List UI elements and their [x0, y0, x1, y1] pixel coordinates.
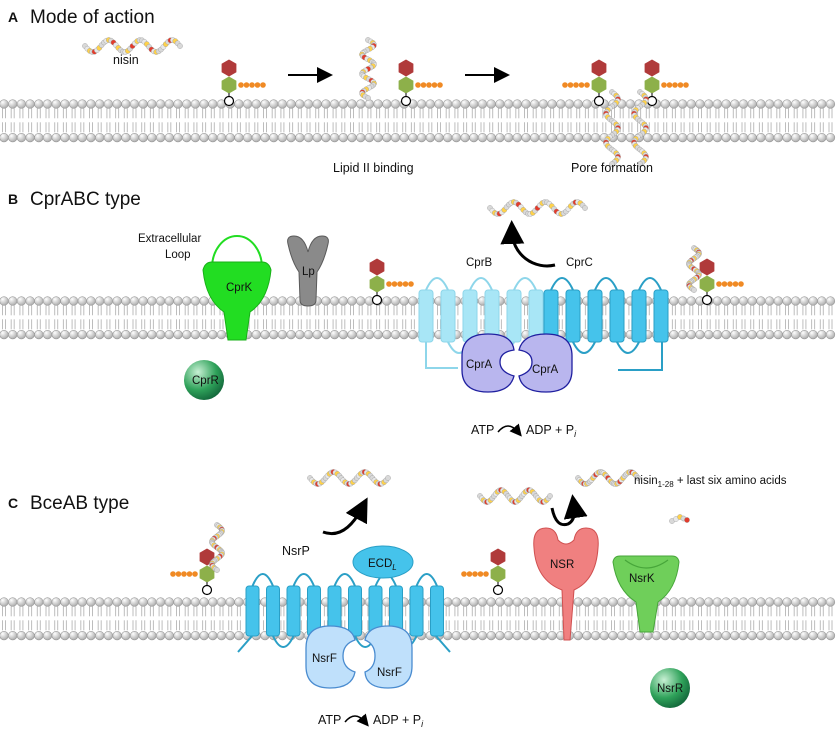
lipid-ii-pore-right-icon	[644, 59, 689, 107]
panel-a: nisin Lipid II binding Pore formation	[82, 37, 689, 175]
nisin-bound-icon	[359, 37, 377, 101]
hydrolysis-arrow-icon	[497, 423, 522, 437]
cprc-transporter	[543, 277, 669, 371]
panel-b-title: CprABC type	[30, 189, 141, 210]
extracellular-loop-label-2: Loop	[165, 249, 191, 261]
nsrf-protein: NsrF	[305, 625, 356, 689]
panel-b-letter: B	[8, 191, 18, 207]
lipid-ii-icon	[369, 258, 414, 306]
panel-c-title: BceAB type	[30, 493, 129, 514]
atp-label: ATP	[318, 713, 341, 727]
lipid-ii-icon	[221, 59, 266, 107]
nisin-peptide-icon	[82, 37, 183, 55]
hydrolysis-arrow-icon	[344, 713, 369, 727]
nsr-label: NSR	[550, 559, 574, 571]
panel-c-letter: C	[8, 495, 18, 511]
cprr-protein: CprR	[184, 360, 224, 400]
nisin-label: nisin	[113, 53, 139, 67]
ecd-domain: ECDL	[352, 545, 414, 579]
panel-c: NsrP ECDL NSR NsrK nisin1-28 + last six …	[170, 469, 787, 729]
nisin-pore-icon	[603, 89, 621, 167]
lipid-ii-bound-icon	[398, 59, 443, 107]
nisin-product-label: nisin1-28 + last six amino acids	[634, 475, 787, 489]
cleavage-arrow-icon	[550, 494, 588, 527]
ecd-label: ECDL	[368, 558, 397, 572]
nisin-peptide-icon	[487, 199, 588, 217]
cprr-label: CprR	[192, 375, 219, 387]
nisin-fragment-icon	[575, 469, 641, 487]
cpra-label-2: CprA	[532, 364, 559, 376]
cpra-label: CprA	[466, 359, 493, 371]
cprk-protein: CprK	[202, 235, 272, 341]
nisin-peptide-icon	[477, 487, 553, 505]
panel-a-letter: A	[8, 9, 18, 25]
export-arrow-icon	[500, 220, 556, 268]
nsrk-protein: NsrK	[612, 555, 680, 633]
nsrr-protein: NsrR	[650, 668, 690, 708]
panel-a-title: Mode of action	[30, 7, 155, 28]
extracellular-loop-label: Extracellular	[138, 233, 201, 245]
lipid-ii-icon	[699, 258, 744, 306]
cprk-label: CprK	[226, 282, 253, 294]
nisin-bound-icon	[686, 245, 702, 293]
lp-label: Lp	[302, 266, 315, 278]
nsrk-label: NsrK	[629, 573, 655, 585]
nsrf-protein: NsrF	[364, 625, 413, 689]
lipid-ii-icon	[461, 548, 506, 596]
lipid-ii-binding-label: Lipid II binding	[333, 161, 414, 175]
lipid-ii-pore-left-icon	[562, 59, 607, 107]
export-arrow-icon	[322, 497, 368, 535]
nsrf-label-2: NsrF	[377, 667, 402, 679]
cprb-transporter	[418, 277, 544, 369]
membrane-a	[0, 99, 836, 143]
cpra-protein: CprA	[518, 333, 573, 393]
nsrp-label: NsrP	[282, 544, 310, 558]
nsr-protein: NSR	[533, 527, 599, 641]
cprc-label: CprC	[566, 257, 593, 269]
nisin-peptide-icon	[307, 469, 391, 487]
pore-formation-label: Pore formation	[571, 161, 653, 175]
adp-label: ADP + Pi	[373, 713, 424, 729]
lp-protein: Lp	[287, 235, 329, 307]
cpra-protein: CprA	[461, 333, 515, 393]
lipid-ii-icon	[170, 548, 215, 596]
atp-label: ATP	[471, 423, 494, 437]
nsrr-label: NsrR	[657, 683, 683, 695]
nisin-pore-icon	[631, 89, 649, 167]
nisin-bound-icon	[209, 522, 225, 573]
adp-label: ADP + Pi	[526, 423, 577, 439]
panel-b: Extracellular Loop CprK Lp CprB CprC Cpr…	[138, 199, 744, 439]
cprb-label: CprB	[466, 257, 493, 269]
nisin-fragment-icon	[669, 514, 690, 524]
nsrf-label: NsrF	[312, 653, 337, 665]
